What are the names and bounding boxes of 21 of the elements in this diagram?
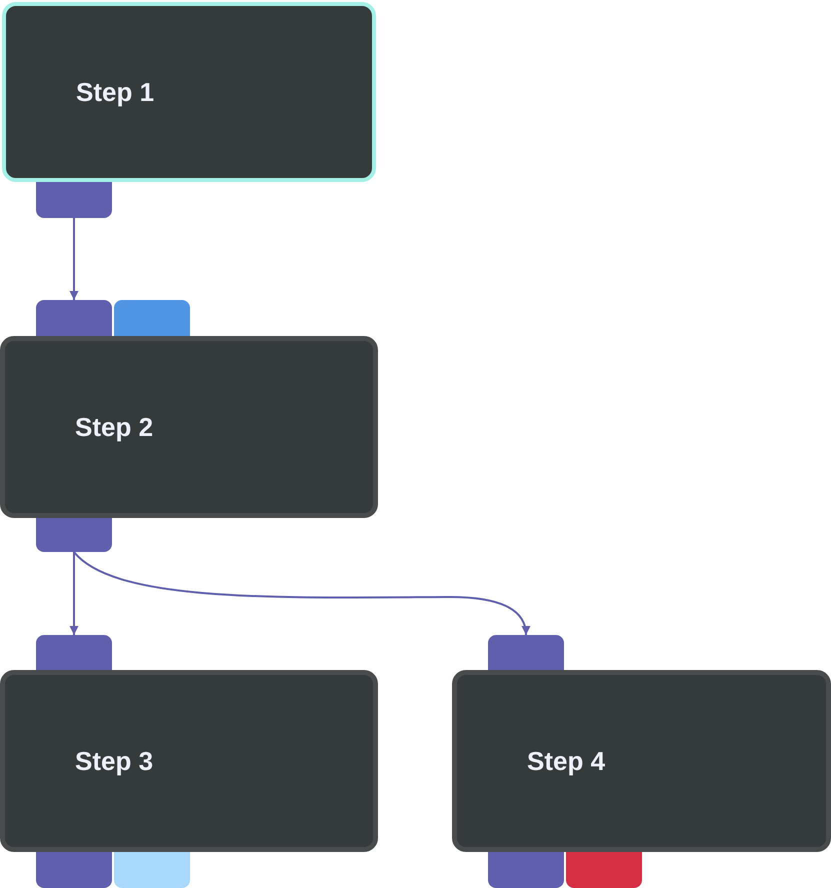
port-tab (36, 518, 112, 552)
port-tab (36, 182, 112, 218)
step-box (0, 336, 378, 518)
port-tab (488, 635, 564, 670)
port-tab (114, 300, 190, 336)
step-label: Step 2 (75, 410, 154, 444)
arrow (70, 552, 78, 635)
port-tab (566, 852, 642, 888)
port-tab (36, 300, 112, 336)
arrow (70, 218, 78, 300)
port-tab (36, 635, 112, 670)
step-box (2, 2, 376, 182)
step-box (452, 670, 831, 852)
port-tab (36, 852, 112, 888)
step-label: Step 1 (76, 76, 156, 108)
step-label: Step 4 (527, 744, 606, 778)
arrow (73, 551, 530, 636)
step-label: Step 3 (75, 744, 154, 778)
step-box (0, 670, 378, 852)
port-tab (114, 852, 190, 888)
port-tab (488, 852, 564, 888)
